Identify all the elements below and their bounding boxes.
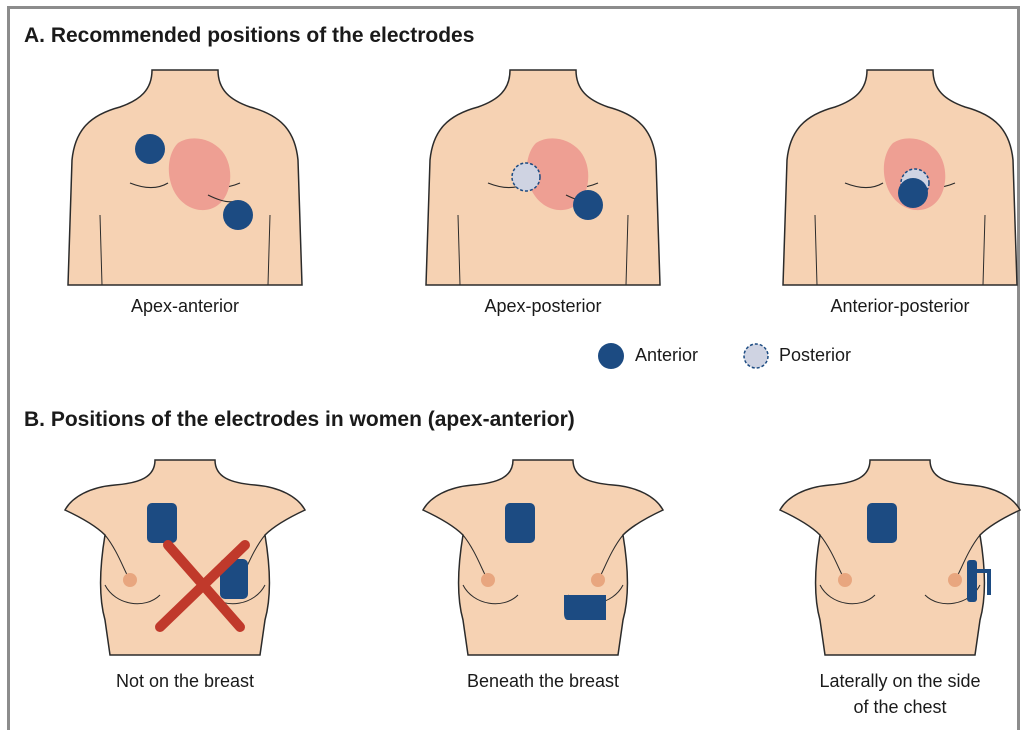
posterior-electrode (512, 163, 540, 191)
female-torso-shape (423, 460, 663, 655)
nipple (838, 573, 852, 587)
female-torso-beneath-breast (418, 455, 668, 660)
anterior-electrode-pad (867, 503, 897, 543)
anterior-electrode (135, 134, 165, 164)
female-torso-not-on-breast (60, 455, 310, 660)
nipple (948, 573, 962, 587)
nipple (123, 573, 137, 587)
anterior-electrode (223, 200, 253, 230)
caption-lateral-line1: Laterally on the side (775, 668, 1025, 694)
legend-posterior-icon (741, 341, 771, 371)
anterior-electrode (898, 178, 928, 208)
caption-lateral-line2: of the chest (775, 694, 1025, 720)
caption-lateral: Laterally on the side of the chest (775, 668, 1025, 720)
caption-apex-anterior: Apex-anterior (60, 293, 310, 319)
legend-anterior-label: Anterior (635, 345, 698, 366)
section-b-title: B. Positions of the electrodes in women … (24, 408, 575, 432)
legend-posterior-label: Posterior (779, 345, 851, 366)
legend-anterior-icon (596, 341, 626, 371)
caption-apex-posterior: Apex-posterior (418, 293, 668, 319)
torso-apex-posterior (418, 65, 668, 290)
anterior-electrode-pad (505, 503, 535, 543)
nipple (591, 573, 605, 587)
female-torso-shape (780, 460, 1020, 655)
caption-beneath-breast: Beneath the breast (418, 668, 668, 694)
female-torso-lateral (775, 455, 1025, 660)
anterior-electrode-pad (147, 503, 177, 543)
anterior-electrode-pad (967, 560, 977, 602)
anterior-electrode-pad (564, 595, 606, 620)
caption-not-on-breast: Not on the breast (60, 668, 310, 694)
torso-anterior-posterior (775, 65, 1025, 290)
caption-anterior-posterior: Anterior-posterior (775, 293, 1025, 319)
anterior-electrode (573, 190, 603, 220)
torso-apex-anterior (60, 65, 310, 290)
section-a-title: A. Recommended positions of the electrod… (24, 24, 474, 48)
nipple (481, 573, 495, 587)
